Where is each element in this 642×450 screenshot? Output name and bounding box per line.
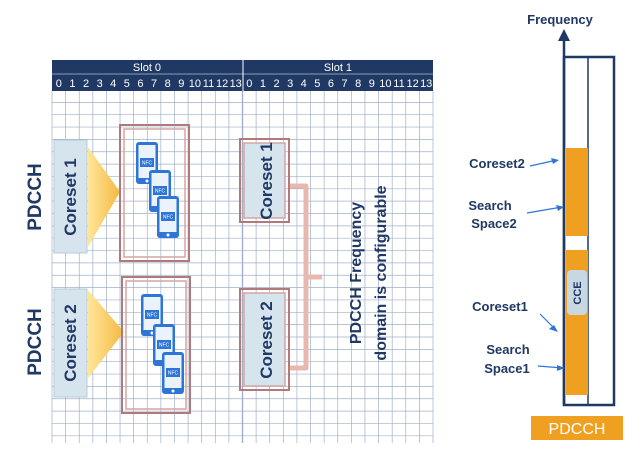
frequency-bracket: [290, 183, 322, 371]
search-space2-label-line-1: Search: [468, 198, 511, 213]
search-space-frame-bottom: [121, 276, 191, 414]
coreset1-pointer-head: [549, 325, 558, 332]
coreset-2-region: [53, 288, 88, 398]
symbol-index: 13: [230, 78, 242, 90]
frequency-note-line-2: domain is configurable: [373, 185, 390, 360]
symbol-index: 0: [246, 78, 252, 90]
nfc-label: NFC: [159, 343, 170, 349]
symbol-index: 7: [151, 78, 157, 90]
symbol-index: 6: [137, 78, 143, 90]
symbol-index: 5: [124, 78, 130, 90]
coreset2-label: Coreset2: [469, 156, 525, 171]
symbol-index: 8: [165, 78, 171, 90]
ue-phones: NFC NFC NFC NFC NFC NFC: [136, 142, 184, 394]
symbol-index: 3: [97, 78, 103, 90]
coreset-2-label: Coreset 2: [61, 304, 80, 381]
pdcch-label-bottom: PDCCH: [25, 308, 46, 376]
symbol-index: 9: [178, 78, 184, 90]
coreset1-label: Coreset1: [472, 299, 528, 314]
symbol-index: 3: [287, 78, 293, 90]
symbol-index: 12: [216, 78, 228, 90]
slot1-coreset-2-label: Coreset 2: [257, 301, 276, 378]
symbol-index: 2: [83, 78, 89, 90]
arrow-coreset-1: [88, 147, 120, 247]
symbol-index: 4: [110, 78, 116, 90]
slot-1-label: Slot 1: [324, 62, 352, 74]
phone-icon: NFC: [162, 352, 184, 394]
symbol-index: 5: [314, 78, 320, 90]
symbol-index: 4: [301, 78, 307, 90]
symbol-index: 9: [369, 78, 375, 90]
symbol-index: 6: [328, 78, 334, 90]
symbol-index: 10: [189, 78, 201, 90]
symbol-index: 2: [273, 78, 279, 90]
search-space1-pointer-head: [557, 365, 565, 371]
frequency-axis-label: Frequency: [527, 12, 594, 27]
nfc-label: NFC: [168, 371, 179, 377]
frequency-note-line-1: PDCCH Frequency: [348, 202, 365, 344]
nfc-label: NFC: [155, 189, 166, 195]
search-space2-pointer: [526, 206, 563, 214]
slot1-coreset-1-label: Coreset 1: [257, 142, 276, 219]
symbol-index: 13: [420, 78, 432, 90]
resource-bar-panel: Frequency CCE Coreset2 Search Space2 Cor…: [468, 12, 623, 440]
cce-label: CCE: [572, 281, 584, 304]
search-space2-pointer-head: [556, 205, 564, 211]
frequency-axis-arrowhead: [558, 29, 570, 41]
symbol-index: 11: [393, 78, 404, 90]
cce-block: [567, 270, 587, 315]
bandwidth-box: [562, 55, 616, 407]
search-space-frame-top: [119, 124, 190, 262]
arrow-coreset-2: [88, 290, 124, 378]
phone-icon: NFC: [157, 196, 179, 238]
nfc-label: NFC: [163, 215, 174, 221]
coreset-1-label: Coreset 1: [61, 158, 80, 235]
slot1-coreset-1: Coreset 1: [239, 138, 290, 223]
symbol-index: 11: [203, 78, 214, 90]
nfc-label: NFC: [147, 313, 158, 319]
search-space2-label-line-2: Space2: [471, 216, 517, 231]
search-space1-label-line-1: Search: [486, 342, 529, 357]
symbol-index: 1: [260, 78, 266, 90]
symbol-index: 7: [341, 78, 347, 90]
symbol-index: 0: [56, 78, 62, 90]
coreset2-block: [566, 148, 588, 236]
slot-0-label: Slot 0: [133, 62, 161, 74]
symbol-index: 8: [355, 78, 361, 90]
symbol-index: 12: [406, 78, 418, 90]
coreset-1-region: [53, 139, 88, 254]
pdcch-label-top: PDCCH: [25, 163, 46, 231]
slot1-coreset-2: Coreset 2: [239, 288, 290, 391]
pdcch-box: [531, 416, 623, 440]
search-space1-label-line-2: Space1: [484, 361, 530, 376]
symbol-index: 10: [379, 78, 391, 90]
symbol-index: 1: [69, 78, 75, 90]
pdcch-box-label: PDCCH: [549, 421, 606, 438]
coreset2-pointer-head: [551, 158, 559, 164]
nfc-label: NFC: [142, 161, 153, 167]
